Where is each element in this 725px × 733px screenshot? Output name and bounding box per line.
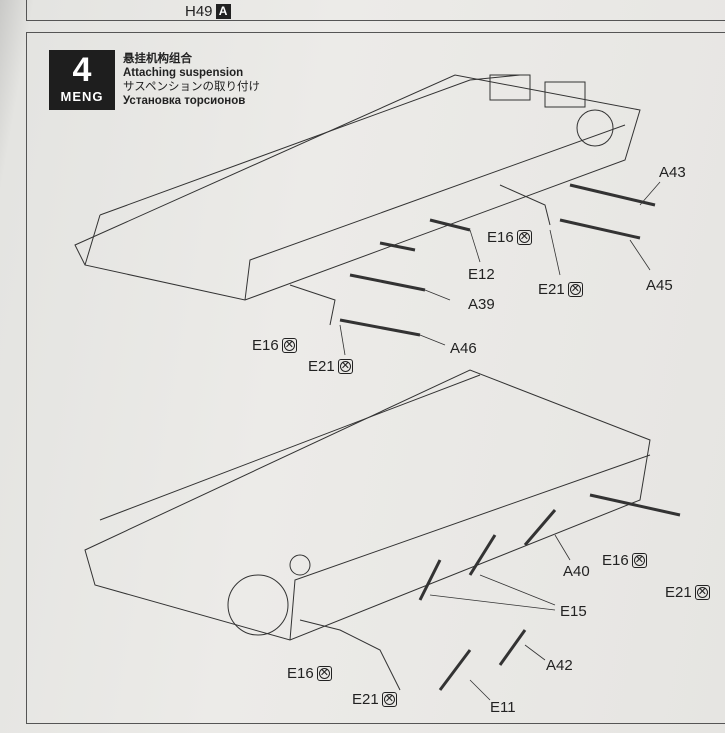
callout-a45: A45 [646,277,673,294]
callout-e16: E16 [287,665,332,682]
previous-step-frame [26,0,725,21]
title-cn: 悬挂机构组合 [123,53,192,65]
step-number: 4 [72,51,92,89]
part-label: E16 [287,665,314,682]
brand-logo: MENG [60,89,104,104]
no-glue-icon [316,666,332,681]
callout-a43: A43 [659,164,686,181]
part-label: E16 [487,229,514,246]
callout-a42: A42 [546,657,573,674]
part-label: E21 [308,358,335,375]
title-ru: Установка торсионов [123,95,246,107]
part-label: E21 [665,584,692,601]
no-glue-icon [694,585,710,600]
callout-e16: E16 [487,229,532,246]
part-label: E12 [468,266,495,283]
leader-lines [339,181,661,701]
upper-hull-drawing [74,74,656,337]
marker-badge: A [215,4,231,19]
part-label: A45 [646,277,673,294]
no-glue-icon [381,692,397,707]
callout-a46: A46 [450,340,477,357]
step-frame [26,32,725,724]
callout-a40: A40 [563,563,590,580]
title-en: Attaching suspension [123,67,244,79]
callout-e21: E21 [538,281,583,298]
no-glue-icon [281,338,297,353]
part-label: E15 [560,603,587,620]
title-jp: サスペンションの取り付け [123,81,260,93]
part-label: A46 [450,340,477,357]
callout-e21: E21 [665,584,710,601]
callout-e21: E21 [308,358,353,375]
part-label: A40 [563,563,590,580]
part-label: E16 [252,337,279,354]
part-label: A42 [546,657,573,674]
no-glue-icon [516,230,532,245]
callout-e16: E16 [252,337,297,354]
callout-e12: E12 [468,266,495,283]
part-label: E11 [490,699,516,716]
part-label: H49 [185,3,213,20]
lower-hull-drawing [84,369,681,691]
part-label: A43 [659,164,686,181]
no-glue-icon [567,282,583,297]
callout-e21: E21 [352,691,397,708]
callout-a39: A39 [468,296,495,313]
no-glue-icon [631,553,647,568]
no-glue-icon [337,359,353,374]
callout-e15: E15 [560,603,587,620]
step-titles: 悬挂机构组合 Attaching suspension サスペンションの取り付け… [123,52,260,108]
part-label: E21 [538,281,565,298]
step-badge: 4 MENG [49,50,115,110]
part-label: A39 [468,296,495,313]
callout-e11: E11 [490,699,516,716]
part-label: E16 [602,552,629,569]
callout-e16: E16 [602,552,647,569]
part-label: E21 [352,691,379,708]
